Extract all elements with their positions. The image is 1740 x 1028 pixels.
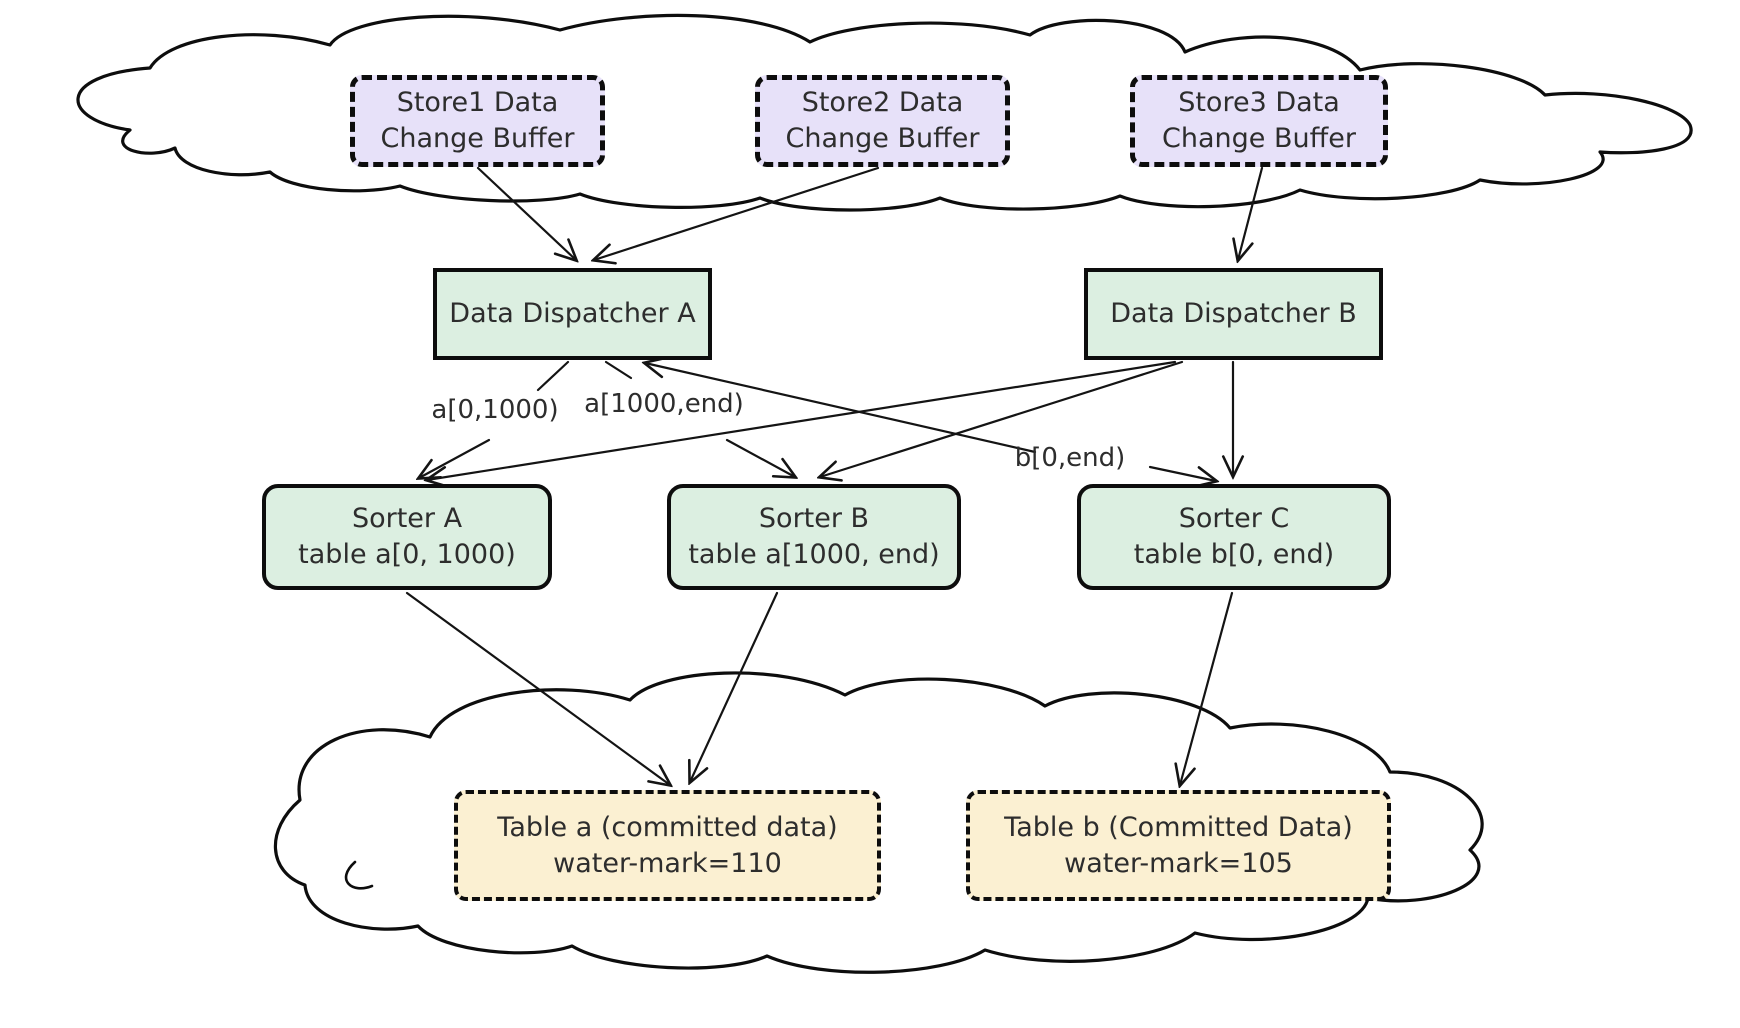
node-label-line: Sorter C: [1178, 503, 1290, 535]
edge-dispatcher-a-to-sorter-b: [725, 438, 795, 477]
cloud-curl-bottom-left: [344, 860, 374, 890]
node-table-a-committed: Table a (committed data) water-mark=110: [454, 790, 881, 901]
node-label-line: Sorter B: [758, 503, 870, 535]
node-label: Data Dispatcher B: [1110, 298, 1357, 330]
edge-label-b-range-all: b[0,end): [1014, 443, 1126, 473]
node-data-dispatcher-b: Data Dispatcher B: [1084, 268, 1383, 360]
edge-store3-to-dispatcher-b: [1238, 166, 1264, 260]
node-data-dispatcher-a: Data Dispatcher A: [433, 268, 712, 360]
node-label-line: Store1 Data: [396, 87, 559, 119]
edge-sorter-c-to-table-b: [1180, 591, 1234, 785]
edge-dispatcher-a-to-sorter-a-stub: [536, 360, 570, 392]
node-label-line: Store3 Data: [1178, 87, 1340, 119]
node-label: Data Dispatcher A: [449, 298, 696, 330]
node-label-line: Change Buffer: [1162, 123, 1356, 154]
edge-sorter-c-link-to-dispatcher-a: [645, 363, 1037, 454]
node-label-line: Store2 Data: [801, 87, 964, 119]
edge-sorter-a-to-table-a: [405, 591, 670, 785]
node-label-line: table a[0, 1000): [298, 539, 516, 570]
edge-label-a-range-high: a[1000,end): [584, 389, 744, 419]
node-label-line: water-mark=105: [1064, 847, 1293, 879]
node-table-b-committed: Table b (Committed Data) water-mark=105: [966, 790, 1391, 901]
node-label-line: water-mark=110: [553, 847, 782, 879]
edge-store2-to-dispatcher-a: [594, 166, 880, 260]
edge-dispatcher-a-to-sorter-b-stub: [604, 360, 633, 380]
node-label-line: Change Buffer: [785, 123, 980, 154]
edge-dispatcher-b-to-sorter-a: [427, 360, 1177, 480]
node-label-line: table b[0, end): [1133, 539, 1335, 570]
node-sorter-a: Sorter A table a[0, 1000): [262, 484, 552, 590]
node-label-line: Change Buffer: [380, 123, 575, 154]
edge-sorter-b-to-table-a: [690, 591, 779, 782]
node-sorter-c: Sorter C table b[0, end): [1077, 484, 1391, 590]
edge-label-a-range-low: a[0,1000): [431, 395, 559, 425]
node-store3-change-buffer: Store3 Data Change Buffer: [1130, 75, 1388, 167]
node-sorter-b: Sorter B table a[1000, end): [667, 484, 961, 590]
edge-dispatcher-b-to-sorter-b: [820, 360, 1184, 477]
node-store1-change-buffer: Store1 Data Change Buffer: [350, 75, 605, 167]
edge-store1-to-dispatcher-a: [476, 166, 576, 260]
node-store2-change-buffer: Store2 Data Change Buffer: [755, 75, 1010, 167]
node-label-line: Table a (committed data): [497, 811, 838, 843]
node-label-line: Table b (Committed Data): [1004, 811, 1353, 843]
node-label-line: Sorter A: [351, 503, 463, 535]
node-label-line: table a[1000, end): [688, 539, 940, 570]
edge-b-range-to-sorter-c: [1148, 465, 1216, 481]
